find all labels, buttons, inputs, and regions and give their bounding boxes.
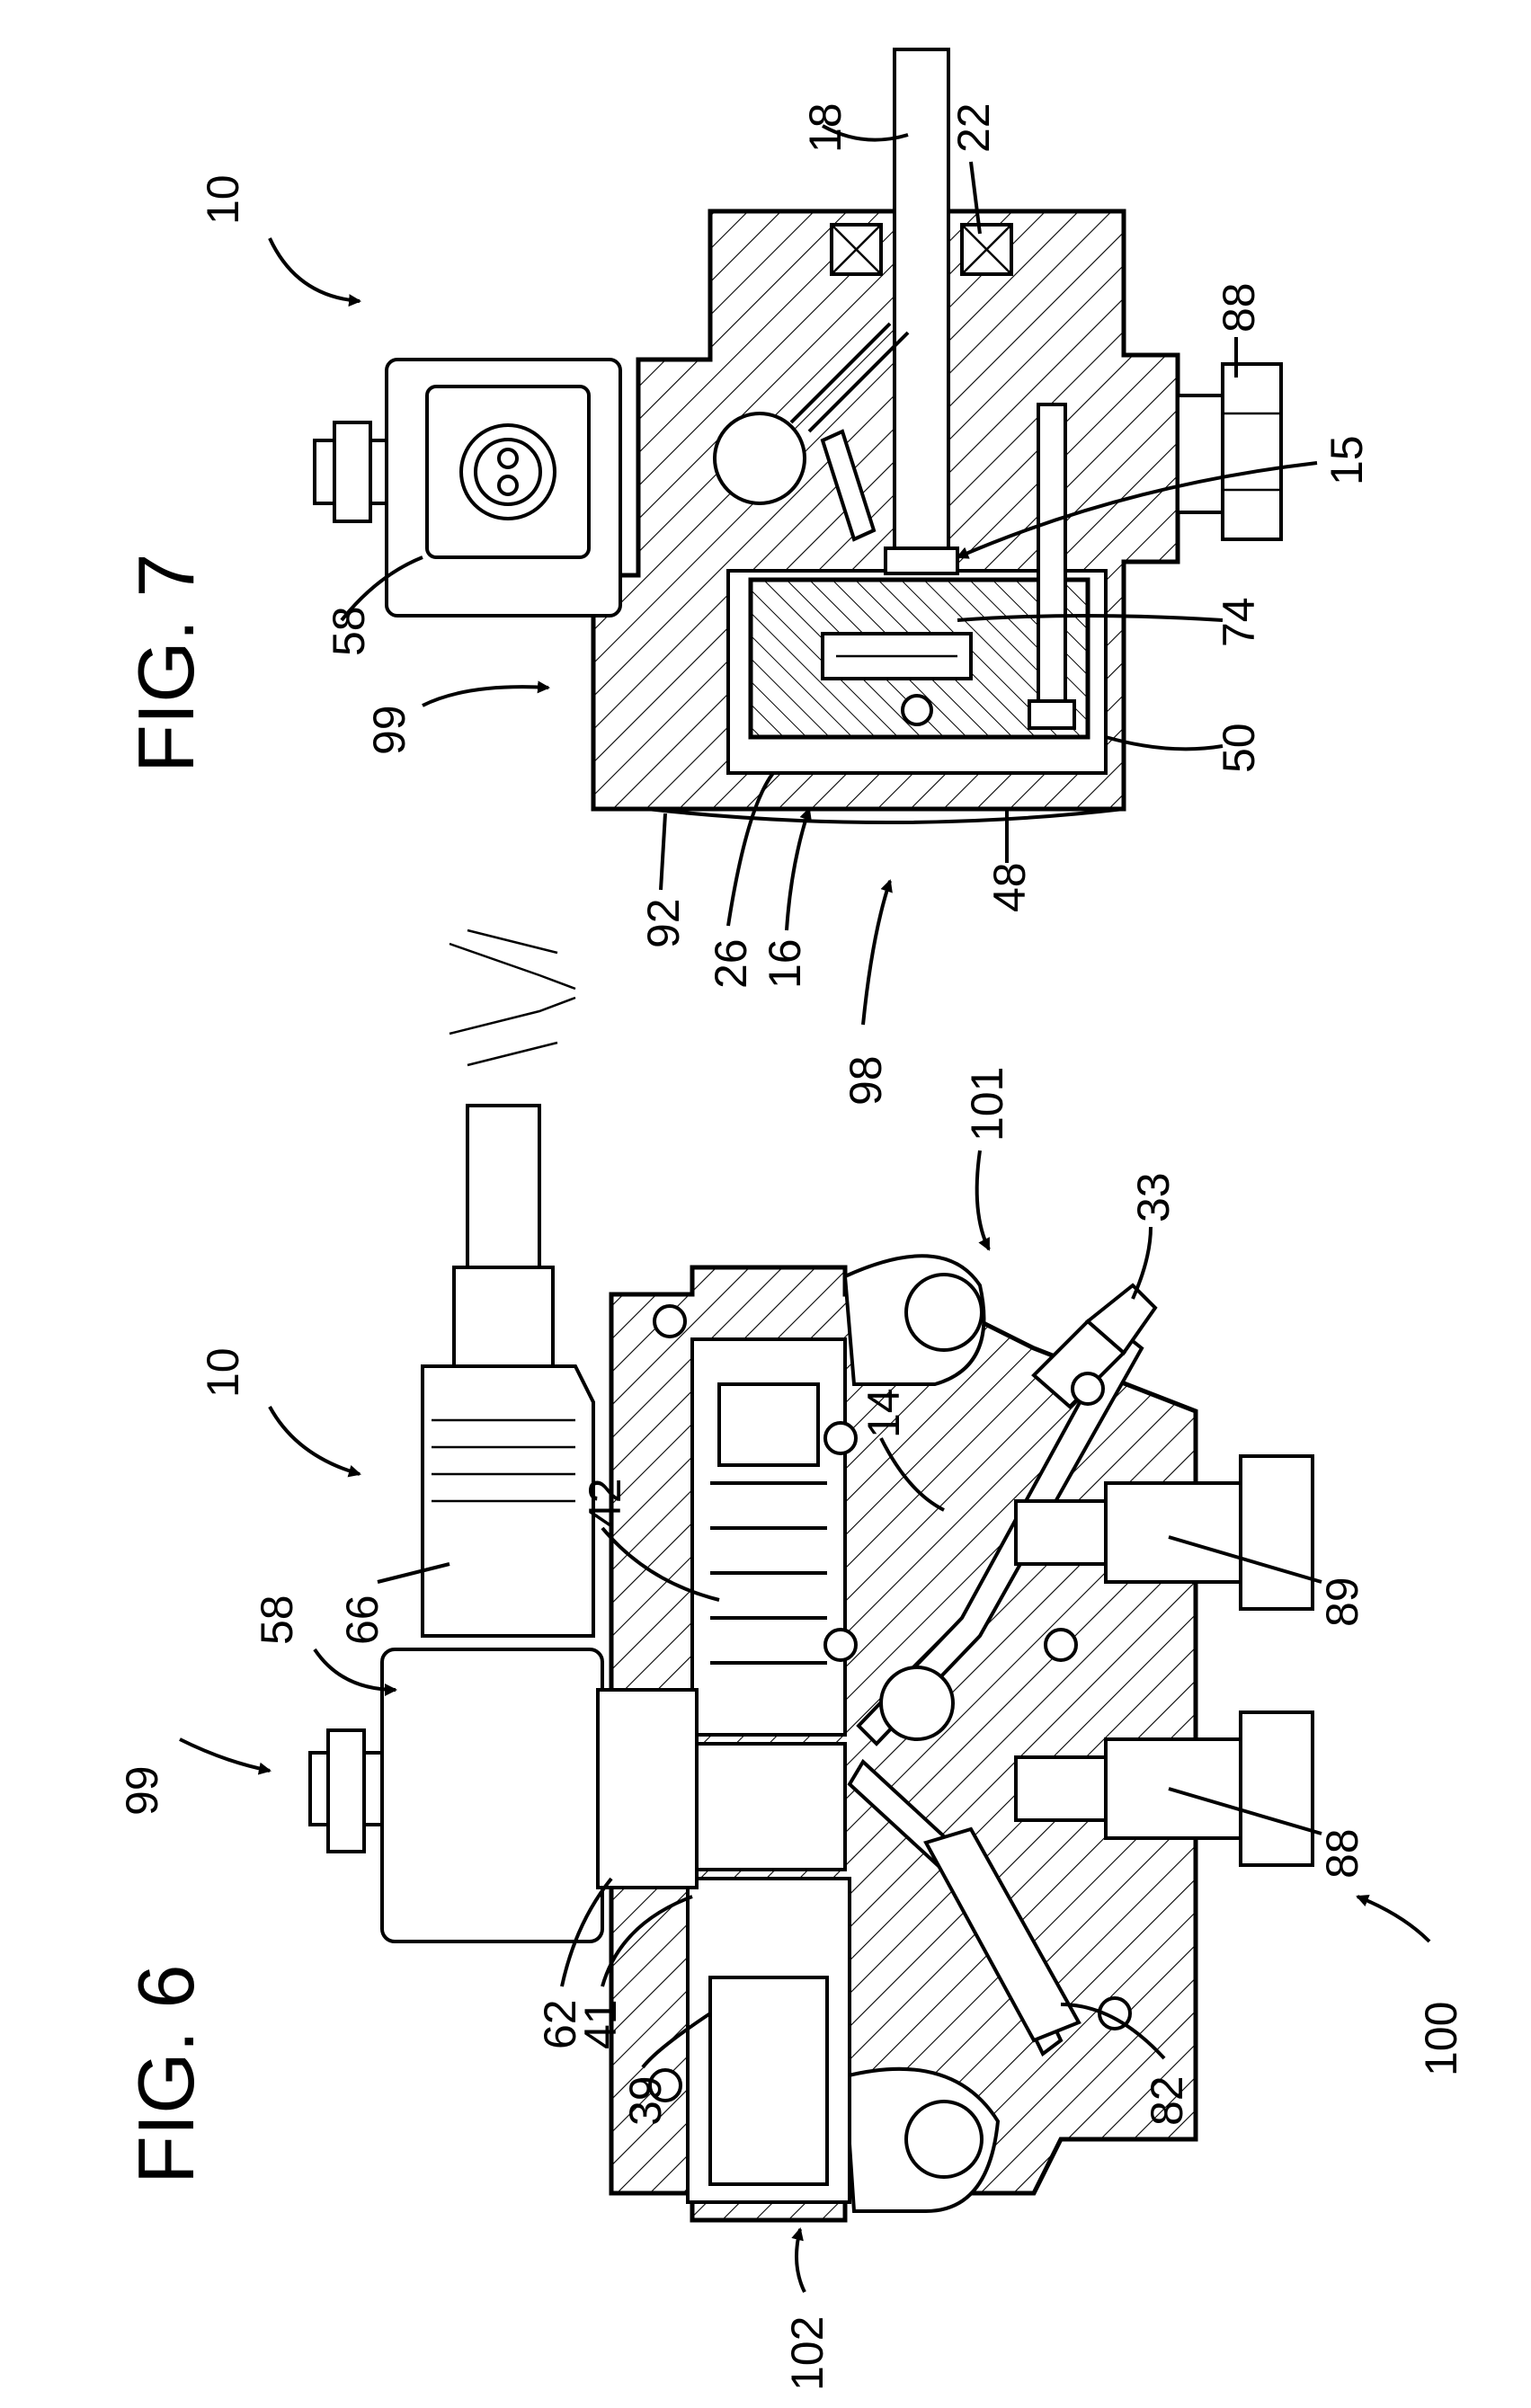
label-41: 41 bbox=[575, 1999, 626, 2049]
label-101: 101 bbox=[962, 1067, 1012, 1142]
label-74: 74 bbox=[1214, 597, 1264, 647]
label-62: 62 bbox=[535, 1999, 585, 2049]
label-102: 102 bbox=[782, 2316, 832, 2391]
label-15: 15 bbox=[1322, 435, 1372, 485]
label-98: 98 bbox=[841, 1055, 891, 1106]
figure-7-title: FIG. 7 bbox=[121, 554, 210, 774]
fitting-89 bbox=[1104, 1481, 1242, 1584]
figure-6-title: FIG. 6 bbox=[121, 1965, 210, 2185]
label-88-fig7: 88 bbox=[1214, 282, 1264, 333]
fitting bbox=[1176, 394, 1224, 514]
figure-6-labels: 10 101 33 14 42 89 58 66 99 88 62 41 39 … bbox=[117, 1067, 1466, 2391]
label-58-fig6: 58 bbox=[252, 1595, 302, 1645]
shaft bbox=[893, 48, 950, 573]
label-99-fig6: 99 bbox=[117, 1765, 167, 1816]
label-48: 48 bbox=[984, 862, 1035, 912]
bolt bbox=[1037, 403, 1067, 725]
label-88-fig6: 88 bbox=[1317, 1828, 1367, 1879]
label-33: 33 bbox=[1128, 1172, 1179, 1222]
label-42: 42 bbox=[580, 1478, 630, 1528]
label-16: 16 bbox=[760, 938, 810, 989]
figure-6: FIG. 6 bbox=[121, 929, 1314, 2223]
label-10-fig7: 10 bbox=[198, 174, 248, 225]
label-50: 50 bbox=[1214, 723, 1264, 773]
label-89: 89 bbox=[1317, 1577, 1367, 1627]
solenoid bbox=[380, 1648, 604, 1943]
label-92: 92 bbox=[638, 898, 689, 948]
check-cartridge bbox=[923, 1826, 1081, 2043]
label-99-fig7: 99 bbox=[364, 705, 414, 755]
label-10-fig6: 10 bbox=[198, 1347, 248, 1398]
label-14: 14 bbox=[859, 1388, 909, 1438]
figure-7-labels: 10 18 22 88 15 58 74 99 50 92 26 16 48 9… bbox=[198, 102, 1372, 1106]
label-66: 66 bbox=[337, 1595, 387, 1645]
figure-7: FIG. 7 bbox=[121, 48, 1283, 824]
cable bbox=[449, 942, 576, 991]
label-100: 100 bbox=[1416, 2002, 1466, 2076]
fitting-88 bbox=[1104, 1737, 1242, 1840]
label-58-fig7: 58 bbox=[324, 606, 374, 656]
label-22: 22 bbox=[948, 102, 999, 153]
label-82: 82 bbox=[1142, 2075, 1192, 2126]
label-26: 26 bbox=[706, 938, 756, 989]
label-39: 39 bbox=[620, 2075, 671, 2126]
